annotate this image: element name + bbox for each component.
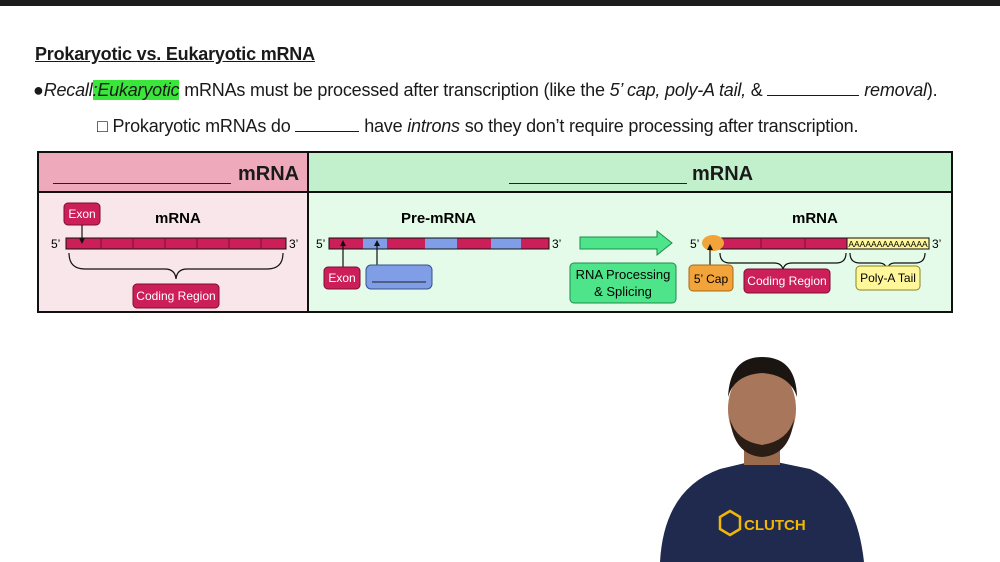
page-title: Prokaryotic vs. Eukaryotic mRNA bbox=[35, 44, 315, 64]
poly-a-sequence: AAAAAAAAAAAAAA bbox=[848, 239, 928, 249]
presenter-head bbox=[728, 365, 796, 453]
processing-arrow bbox=[579, 229, 673, 257]
mature-mrna-label: mRNA bbox=[792, 210, 838, 227]
pre-intron-blank-box bbox=[365, 264, 433, 290]
presenter-video: CLUTCH bbox=[660, 357, 864, 562]
pro-coding-bracket bbox=[68, 252, 284, 280]
prokaryotic-header: mRNA bbox=[39, 153, 307, 193]
pro-coding-region-box bbox=[132, 283, 220, 309]
checkbox-bullet: □ bbox=[97, 116, 108, 136]
pre-three-prime: 3’ bbox=[552, 237, 561, 251]
pro-five-prime: 5’ bbox=[51, 237, 60, 251]
recall-line: ●Recall:Eukaryotic mRNAs must be process… bbox=[33, 80, 938, 101]
fill-blank bbox=[295, 117, 360, 132]
cap-box bbox=[688, 264, 734, 292]
pre-exon-label: Exon bbox=[328, 271, 355, 285]
mature-mrna-diagram: mRNA 5’ AAAAAAAAAAAAAA 3’ 5’ Cap Coding … bbox=[688, 210, 941, 294]
recall-italic-b: 5’ cap, poly-A tail, bbox=[609, 80, 747, 100]
bullet: ● bbox=[33, 80, 44, 100]
sub-text-a: Prokaryotic mRNAs do bbox=[112, 116, 291, 136]
processing-label-line2: & Splicing bbox=[594, 284, 652, 299]
pre-mrna-diagram: Pre-mRNA 5’ 3’ Exon bbox=[316, 210, 561, 290]
poly-a-box bbox=[855, 265, 921, 291]
recall-word: Recall bbox=[43, 80, 93, 100]
mrna-diagram: mRNA 5’ 3’ Exon Coding Region Pre-mRNA 5… bbox=[51, 202, 941, 309]
presenter-hair bbox=[728, 357, 797, 397]
processing-box bbox=[569, 262, 677, 304]
recall-text-a: mRNAs must be processed after transcript… bbox=[184, 80, 605, 100]
pre-intron-3 bbox=[491, 238, 521, 249]
presenter-beard bbox=[730, 419, 794, 457]
pre-five-prime: 5’ bbox=[316, 237, 325, 251]
mature-three-prime: 3’ bbox=[932, 237, 941, 251]
comparison-table: mRNA mRNA mRNA 5’ 3’ Exon bbox=[37, 151, 953, 313]
processing-step: RNA Processing & Splicing bbox=[569, 229, 677, 304]
pro-three-prime: 3’ bbox=[289, 237, 298, 251]
sub-text-d: so they don’t require processing after t… bbox=[464, 116, 859, 136]
recall-text-e: ). bbox=[926, 80, 938, 100]
mature-five-prime: 5’ bbox=[690, 237, 699, 251]
poly-a-strand bbox=[846, 237, 930, 250]
pre-intron-2 bbox=[425, 238, 457, 249]
fill-blank bbox=[767, 81, 860, 96]
cap-label: 5’ Cap bbox=[694, 272, 729, 286]
sub-text-b: have bbox=[364, 116, 403, 136]
pro-mrna-strand bbox=[65, 237, 287, 250]
highlighted-colon: : bbox=[92, 80, 98, 100]
pro-mrna-label: mRNA bbox=[155, 210, 201, 227]
recall-text-c: & bbox=[750, 80, 763, 100]
mature-coding-strand bbox=[716, 237, 848, 250]
mature-coding-region-label: Coding Region bbox=[747, 274, 826, 288]
pro-coding-region-label: Coding Region bbox=[136, 289, 215, 303]
pre-intron-1 bbox=[363, 238, 387, 249]
prokaryotic-diagram: mRNA 5’ 3’ Exon Coding Region bbox=[51, 202, 298, 309]
recall-italic-d: removal bbox=[864, 80, 927, 100]
pre-mrna-label: Pre-mRNA bbox=[401, 210, 476, 227]
poly-a-label: Poly-A Tail bbox=[860, 271, 916, 285]
mature-coding-region-box bbox=[743, 268, 831, 294]
pre-exon-box bbox=[323, 266, 361, 290]
mature-strand-segments bbox=[760, 238, 806, 249]
clutch-logo-icon bbox=[718, 509, 742, 537]
fill-blank bbox=[509, 165, 687, 184]
shirt-logo-text: CLUTCH bbox=[744, 517, 806, 534]
mature-coding-bracket bbox=[719, 252, 847, 271]
sub-point-line: □ Prokaryotic mRNAs do have introns so t… bbox=[97, 116, 858, 137]
presenter-shirt bbox=[660, 459, 864, 562]
prokaryotic-header-label: mRNA bbox=[238, 163, 300, 185]
processing-label-line1: RNA Processing bbox=[576, 267, 671, 282]
eukaryotic-header-label: mRNA bbox=[692, 163, 754, 185]
fill-blank bbox=[53, 165, 231, 184]
pro-exon-label: Exon bbox=[68, 207, 95, 221]
sub-italic-c: introns bbox=[407, 116, 460, 136]
pro-strand-segments bbox=[100, 238, 262, 249]
eukaryotic-header: mRNA bbox=[309, 153, 951, 193]
highlighted-word: Eukaryotic bbox=[97, 80, 180, 100]
top-bar bbox=[0, 0, 1000, 6]
five-prime-cap-shape bbox=[702, 235, 724, 251]
